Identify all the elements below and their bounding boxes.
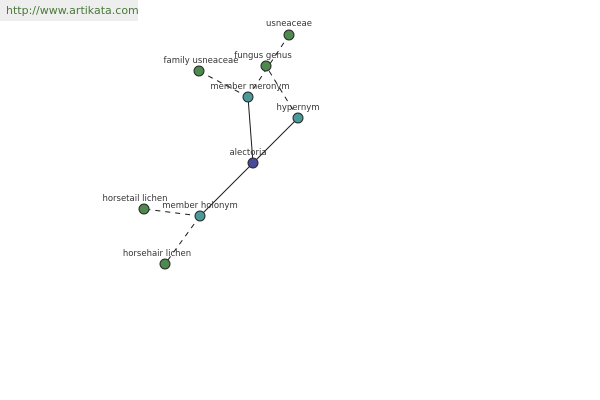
url-banner: http://www.artikata.com	[0, 0, 139, 21]
node-label-alectoria[interactable]: alectoria	[229, 148, 266, 158]
node-member-holonym[interactable]	[194, 210, 206, 222]
node-fungus-genus[interactable]	[260, 60, 272, 72]
nodes-layer	[138, 29, 304, 270]
node-member-meronym[interactable]	[242, 91, 254, 103]
node-usneaceae[interactable]	[283, 29, 295, 41]
node-label-family-usneaceae[interactable]: family usneaceae	[164, 56, 239, 66]
edge-member-meronym-to-usneaceae	[247, 34, 290, 98]
edge-alectoria-to-hypernym	[252, 117, 299, 164]
node-label-hypernym[interactable]: hypernym	[276, 103, 319, 113]
node-horsetail-lichen[interactable]	[138, 203, 150, 215]
edge-alectoria-to-member-meronym	[247, 96, 254, 164]
node-label-fungus-genus[interactable]: fungus genus	[234, 51, 292, 61]
edge-hypernym-to-fungus-genus	[265, 65, 299, 119]
node-label-member-meronym[interactable]: member meronym	[210, 82, 289, 92]
labels-layer: alectoria member meronym hypernym member ho…	[102, 19, 319, 259]
node-horsehair-lichen[interactable]	[159, 258, 171, 270]
node-hypernym[interactable]	[292, 112, 304, 124]
node-label-member-holonym[interactable]: member holonym	[162, 201, 237, 211]
edges-layer	[143, 34, 299, 265]
node-label-usneaceae[interactable]: usneaceae	[266, 19, 312, 29]
edge-alectoria-to-member-holonym	[199, 162, 254, 217]
site-url-link[interactable]: http://www.artikata.com	[6, 4, 139, 17]
node-label-horsehair-lichen[interactable]: horsehair lichen	[123, 249, 191, 259]
node-label-horsetail-lichen[interactable]: horsetail lichen	[102, 194, 167, 204]
node-alectoria[interactable]	[247, 157, 259, 169]
node-family-usneaceae[interactable]	[193, 65, 205, 77]
